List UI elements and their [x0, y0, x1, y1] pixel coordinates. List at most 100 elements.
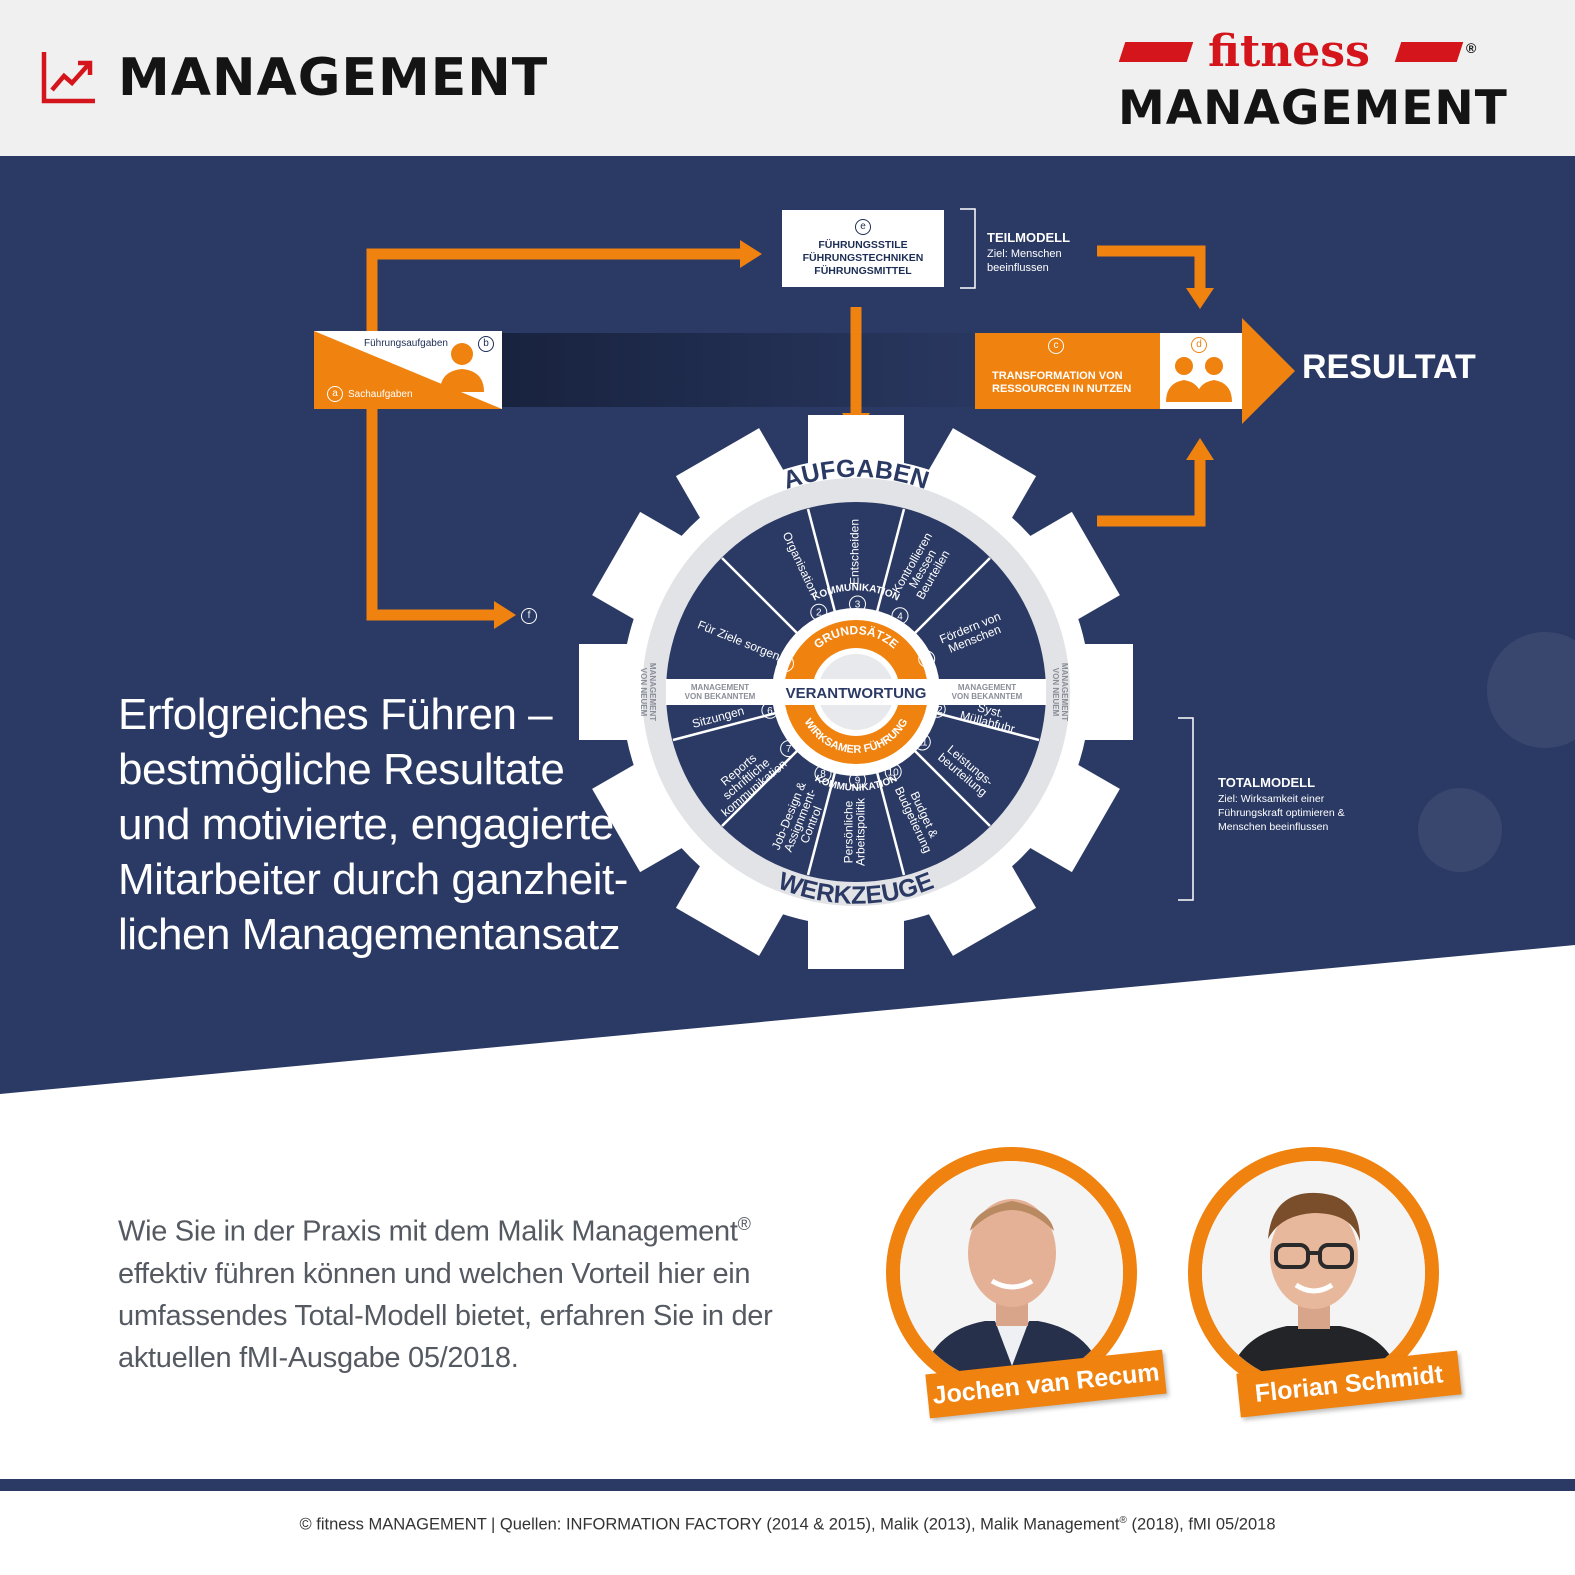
segment-number-badge [777, 655, 794, 672]
connector-band [502, 333, 975, 407]
segment-number-badge [884, 763, 902, 781]
footer-sources: © fitness MANAGEMENT | Quellen: INFORMAT… [0, 1515, 1575, 1535]
wheel-segment: Für Ziele sorgen [696, 618, 782, 664]
segment-label-line: Für Ziele sorgen [696, 618, 782, 664]
totalmodell-bracket [1178, 717, 1194, 901]
transformation-label: TRANSFORMATION VON RESSOURCEN IN NUTZEN [992, 370, 1132, 395]
label-line: MANAGEMENT [648, 663, 657, 721]
segment-label: Budget &Budgetierung [892, 779, 946, 855]
logo-registered-mark: ® [1466, 40, 1477, 56]
segment-number: 3 [855, 600, 861, 611]
label-line: VON NEUEM [1051, 668, 1060, 717]
segment-number-badge [780, 740, 798, 758]
wheel-grundsaetze: GRUNDSÄTZE [811, 623, 901, 651]
wheel-segment: Fördern vonMenschen [937, 609, 1007, 657]
marker-b: b [478, 336, 494, 352]
label-line: VON BEKANNTEM [685, 692, 756, 701]
segment-number: 7 [786, 744, 792, 755]
segment-number-badge [849, 595, 866, 613]
segment-number: 6 [767, 706, 773, 717]
segment-number: 2 [816, 608, 822, 619]
teilmodell-bracket [960, 208, 976, 289]
segment-number-badge [814, 765, 832, 783]
wheel-segment: Organisation [780, 530, 821, 598]
footer-divider [0, 1479, 1575, 1491]
intro-part-1: Wie Sie in der Praxis mit dem Malik Mana… [118, 1215, 738, 1248]
management-model-diagram [0, 156, 1575, 1094]
resultat-label: RESULTAT [1302, 348, 1476, 386]
footer-part-1: © fitness MANAGEMENT | Quellen: INFORMAT… [299, 1515, 1120, 1534]
segment-label-line: Persönliche [841, 800, 855, 863]
wheel-segment: Leistungs-beurteilung [935, 741, 997, 799]
segment-number-badge [810, 603, 828, 621]
leadership-methods-box: e FÜHRUNGSSTILE FÜHRUNGSTECHNIKEN FÜHRUN… [782, 210, 944, 287]
segment-label-line: Entscheiden [847, 519, 861, 585]
wheel-segment: Job-Design &Assignment-Control [769, 780, 831, 861]
sachaufgaben-label: Sachaufgaben [348, 389, 413, 400]
trend-chart-icon [41, 52, 95, 104]
wheel-segment: PersönlicheArbeitspolitik [841, 797, 867, 866]
segment-number-badge [913, 733, 931, 751]
marker-f: f [521, 608, 537, 624]
segment-number: 12 [932, 705, 944, 716]
wheel-segment: Syst.Müllabfuhr [959, 696, 1020, 736]
footer-registered-mark: ® [1119, 1515, 1127, 1526]
segment-label: Für Ziele sorgen [696, 618, 782, 664]
teilmodell-text: Ziel: Menschen beeinflussen [987, 248, 1062, 274]
side-left-label: MANAGEMENTVON NEUEM [639, 663, 657, 721]
segment-number: 9 [855, 776, 861, 787]
intro-registered-mark: ® [737, 1214, 751, 1234]
wheel-segment: Entscheiden [847, 519, 861, 585]
background-gears [1418, 632, 1575, 872]
leadership-wheel [579, 415, 1133, 969]
label-line: VON NEUEM [639, 668, 648, 717]
segment-number: 11 [917, 738, 928, 749]
segment-number: 10 [888, 767, 900, 778]
segment-label: Reportsschriftlichekommunikation [703, 738, 789, 819]
segment-label: Sitzungen [690, 704, 745, 731]
wheel-aufgaben: AUFGABEN [780, 455, 933, 495]
totalmodell-title: TOTALMODELL [1218, 775, 1316, 790]
totalmodell-text: Ziel: Wirksamkeit einer Führungskraft op… [1218, 793, 1345, 833]
person-silhouette-icon [1202, 1161, 1425, 1384]
segment-number-badge [891, 607, 909, 625]
marker-c: c [1048, 338, 1064, 354]
wheel-verantwortung: VERANTWORTUNG [786, 685, 927, 702]
segment-label: Syst.Müllabfuhr [959, 696, 1020, 736]
segment-number-badge [761, 701, 779, 719]
segment-label-line: Arbeitspolitik [853, 797, 867, 866]
segment-label-line: Sitzungen [690, 704, 745, 731]
intro-part-2: effektiv führen können und welchen Vorte… [118, 1257, 773, 1374]
footer-part-2: (2018), fMI 05/2018 [1126, 1515, 1276, 1534]
wheel-segment: Sitzungen [690, 704, 745, 731]
logo-management-text: MANAGEMENT [1118, 81, 1508, 136]
segment-number: 1 [783, 659, 789, 670]
segment-number-badge [928, 700, 946, 718]
segment-label: Fördern vonMenschen [937, 609, 1007, 657]
segment-label: Entscheiden [847, 519, 861, 585]
label-line: MANAGEMENT [958, 683, 1016, 692]
segment-label: Organisation [780, 530, 821, 598]
marker-e: e [855, 219, 871, 235]
segment-label: PersönlicheArbeitspolitik [841, 797, 867, 866]
segment-number: 8 [820, 769, 826, 780]
headline: Erfolgreiches Führen – bestmögliche Resu… [118, 690, 628, 959]
wheel-wirksamer-fuehrung: WIRKSAMER FÜHRUNG [802, 717, 911, 756]
brand-logo[interactable]: fitness MANAGEMENT ® [1118, 26, 1507, 136]
segment-number-badge [918, 650, 936, 668]
section-title: MANAGEMENT [118, 48, 549, 108]
flow-arrows [366, 245, 1206, 621]
label-line: VON BEKANNTEM [952, 692, 1023, 701]
wheel-segment: Reportsschriftlichekommunikation [703, 738, 789, 820]
segment-label: Leistungs-beurteilung [935, 741, 997, 799]
label-line: MANAGEMENT [1060, 663, 1069, 721]
side-right-label: MANAGEMENTVON NEUEM [1051, 663, 1069, 721]
marker-a: a [327, 386, 343, 402]
leadership-methods-label: FÜHRUNGSSTILE FÜHRUNGSTECHNIKEN FÜHRUNGS… [802, 239, 924, 277]
segment-number-badge [849, 771, 866, 789]
segment-label: Job-Design &Assignment-Control [769, 780, 831, 861]
header-bar [0, 0, 1575, 156]
people-icon [1166, 357, 1232, 402]
